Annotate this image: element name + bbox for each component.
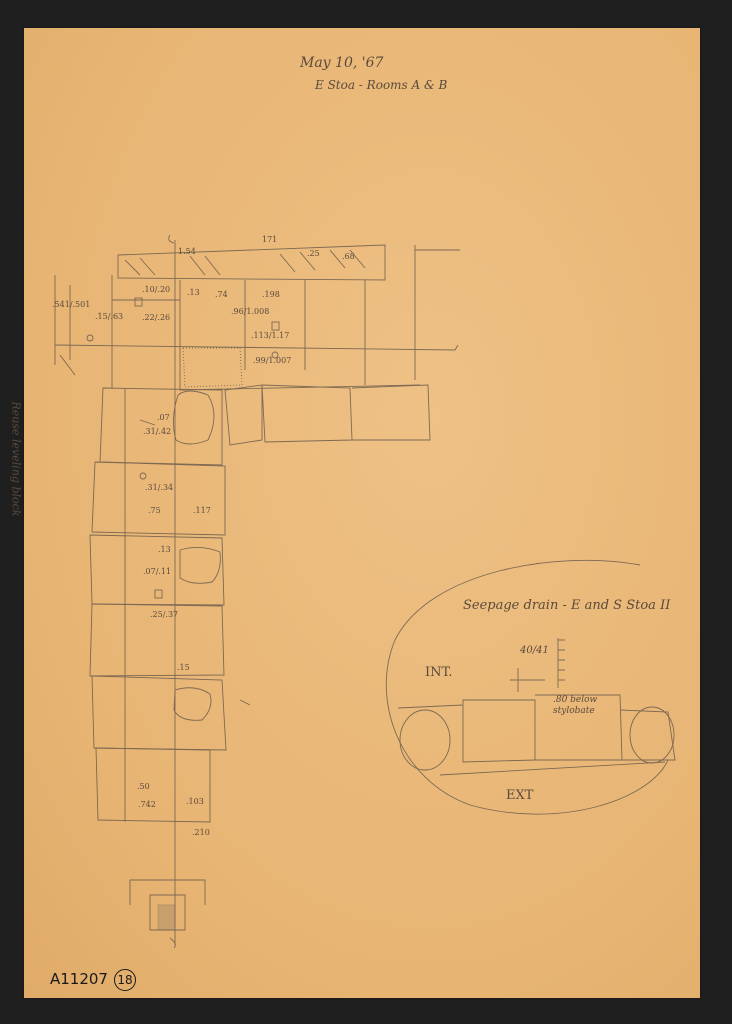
annotation: .742 [138,800,156,809]
annotation: .210 [192,828,210,837]
annotation: .07 [157,413,170,422]
annotation: 1.54 [178,247,196,256]
side-note-label: Reuse leveling block [9,401,23,517]
annotation: .07/.11 [143,567,172,576]
catalog-code: A11207 [50,970,108,988]
annotation: .74 [215,290,228,299]
depth-note: .80 below stylobate [553,695,598,716]
annotation: 171 [262,235,278,244]
annotation: .541/.501 [52,300,91,309]
annotation: .25/.37 [150,610,179,619]
annotation: .99/1.007 [253,356,292,365]
paper-sheet [24,28,700,998]
annotation: .10/.20 [142,285,171,294]
exterior-label: EXT [506,788,534,803]
annotation: .13 [158,545,171,554]
annotation: .15/.63 [95,312,124,321]
seepage-drain-title: Seepage drain - E and S Stoa II [463,598,671,613]
annotation: .96/1.008 [231,307,270,316]
interior-label: INT. [425,665,453,680]
annotation: .198 [262,290,280,299]
level-measure: 40/41 [520,645,549,656]
annotation: .31/.42 [143,427,172,436]
catalog-page-circle: 18 [113,969,136,991]
annotation: .117 [193,506,211,515]
annotation: .15 [177,663,190,672]
annotation: .13 [187,288,200,297]
annotation: .25 [307,249,320,258]
annotation: .103 [186,797,204,806]
annotation: .68 [342,252,355,261]
catalog-number: A11207 18 [50,969,136,991]
sheet-subtitle: E Stoa - Rooms A & B [315,78,448,92]
wall-outline [117,244,386,281]
annotation: .50 [137,782,150,791]
annotation: .113/1.17 [251,331,290,340]
sheet-date: May 10, '67 [300,55,384,71]
annotation: .31/.34 [145,483,174,492]
annotation: .22/.26 [142,313,171,322]
annotation: .75 [148,506,161,515]
